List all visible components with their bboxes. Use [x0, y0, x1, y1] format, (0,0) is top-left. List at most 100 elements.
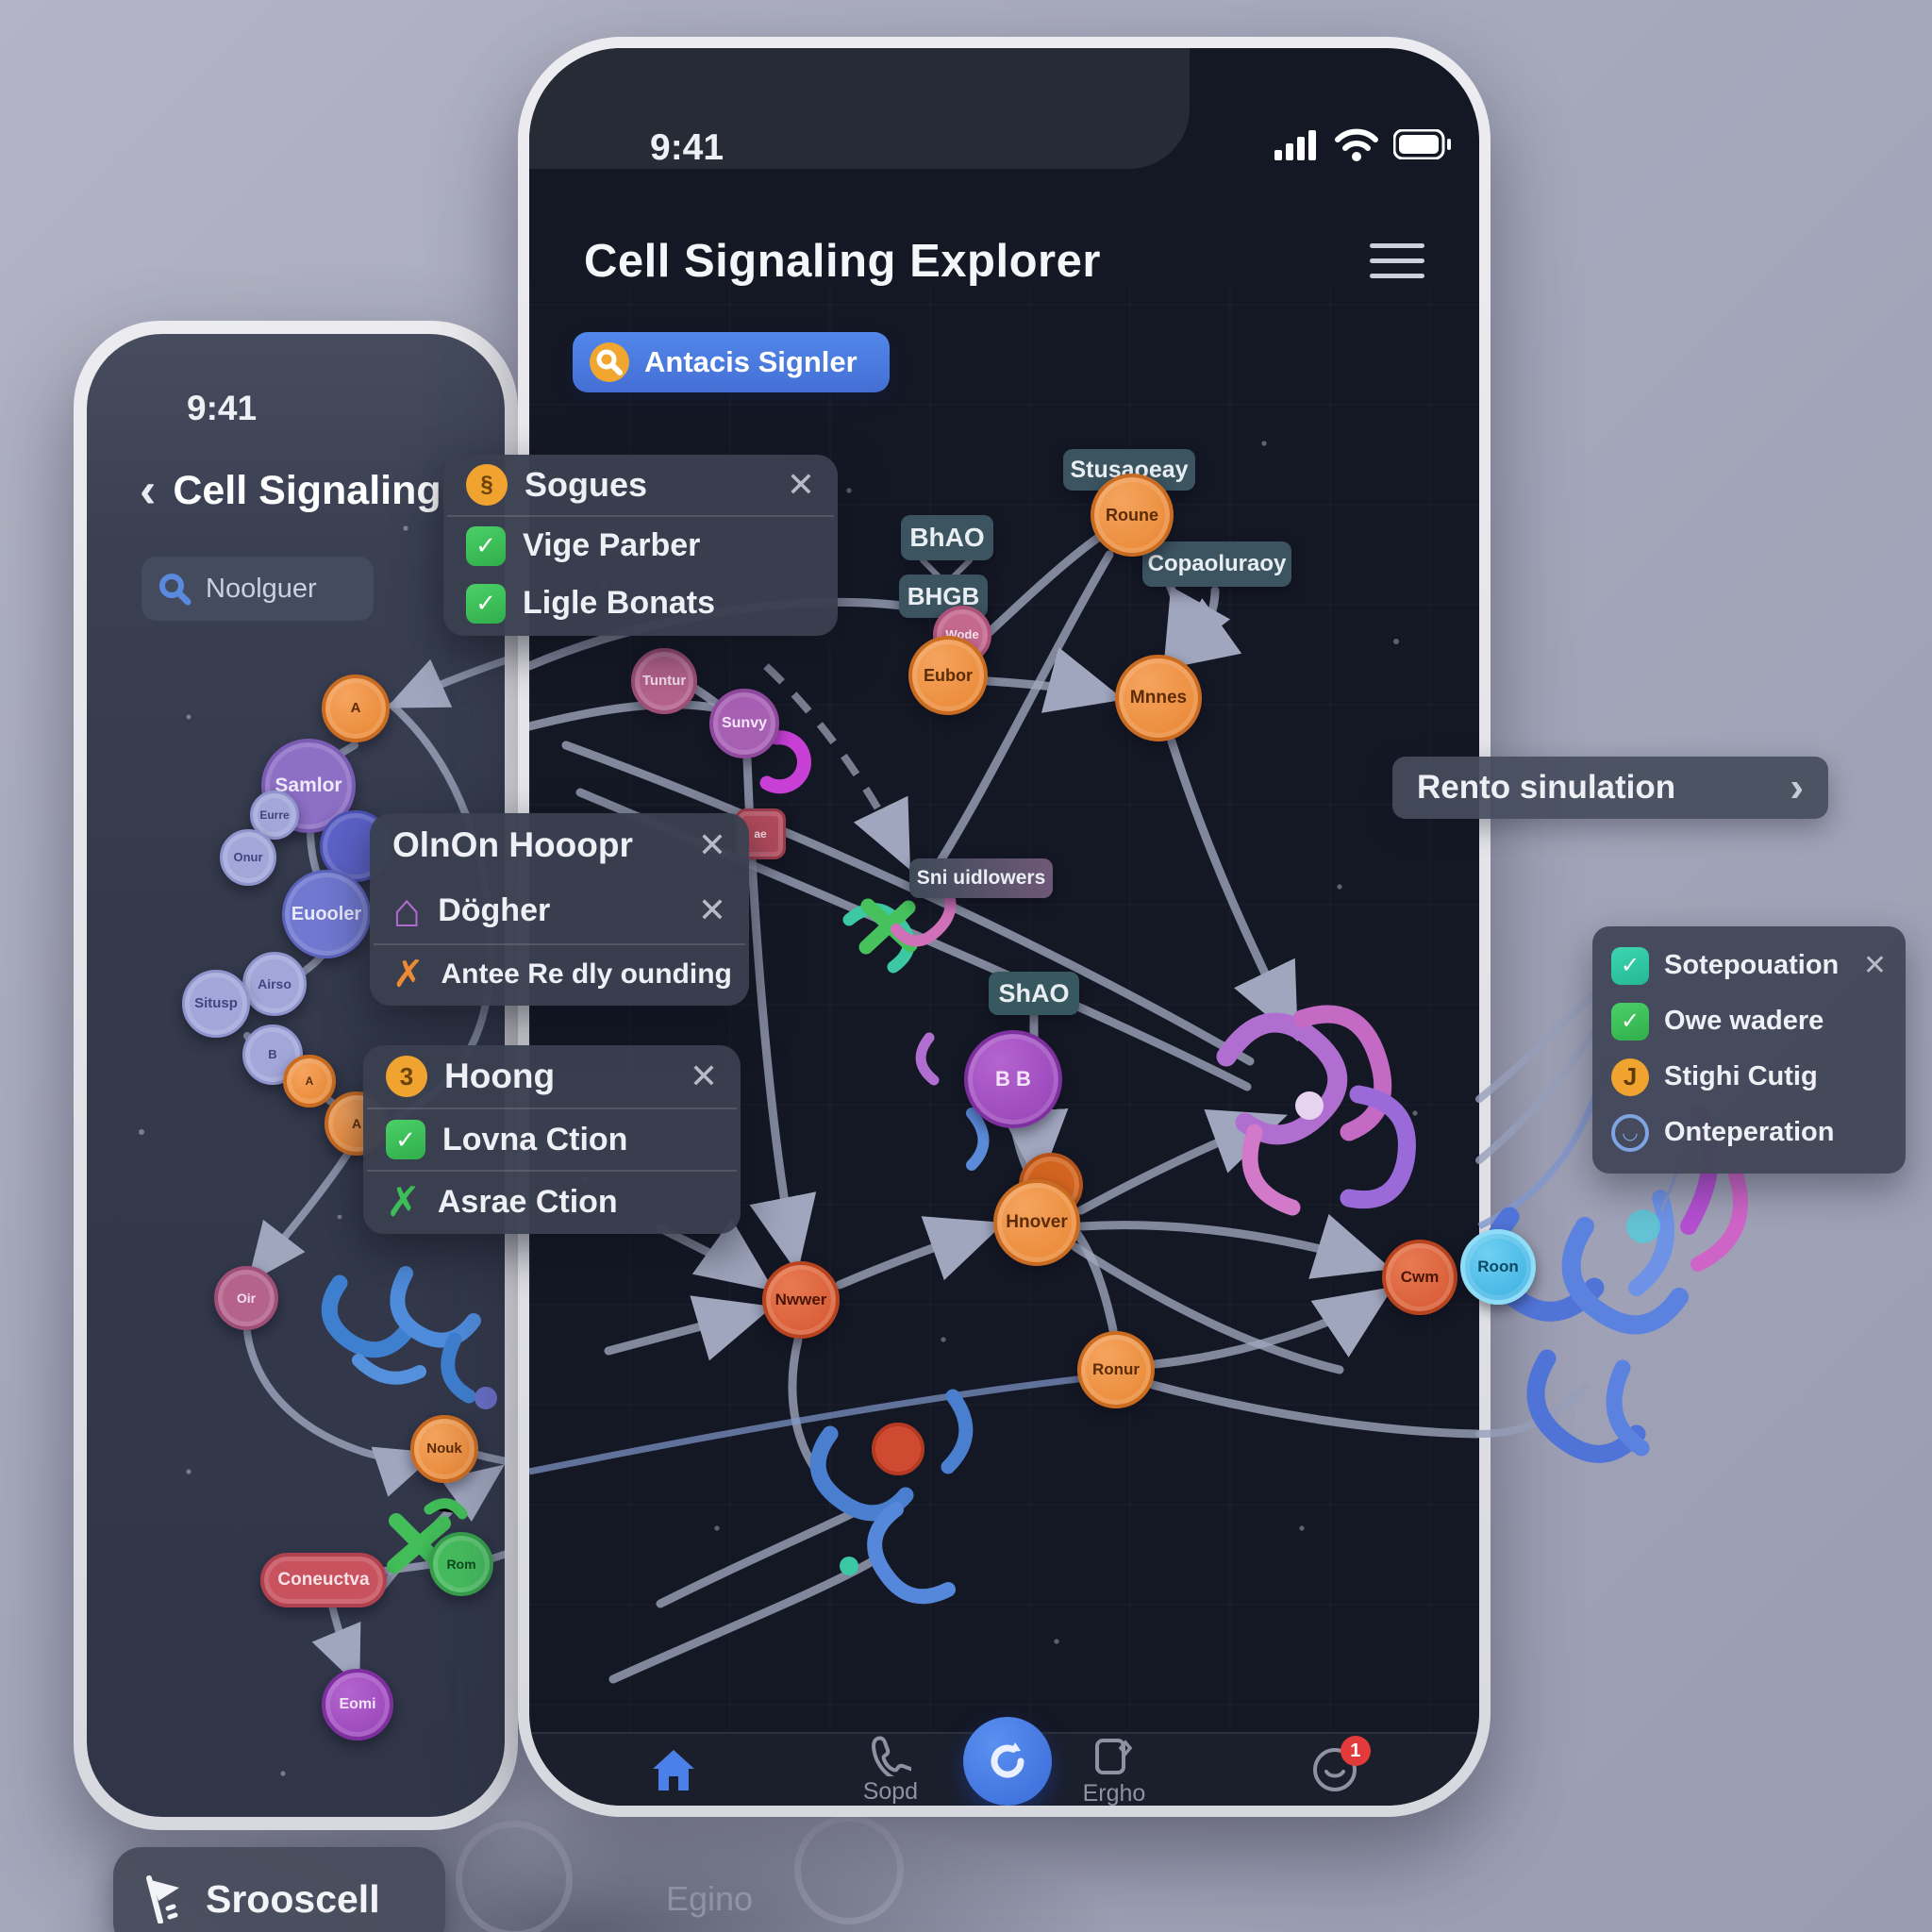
back-row[interactable]: ‹ Cell Signaling: [140, 466, 441, 515]
menu-item-label: Sotepouation: [1664, 950, 1840, 980]
nav-sopd-label: Sopd: [862, 1777, 919, 1805]
side-menu-panel: ✓ Sotepouation ✕ ✓ Owe wadere J Stighi C…: [1592, 926, 1906, 1174]
close-icon[interactable]: ✕: [689, 1057, 718, 1095]
srooscell-label: Srooscell: [206, 1876, 380, 1921]
close-icon[interactable]: ✕: [786, 465, 815, 504]
pathway-label: BhAO: [901, 515, 993, 560]
nav-center-button[interactable]: [963, 1717, 1052, 1806]
menu-item-stighi-cutig[interactable]: J Stighi Cutig: [1592, 1049, 1906, 1105]
menu-item-label: Vige Parber: [523, 527, 701, 563]
pathway-node[interactable]: Roon: [1460, 1229, 1536, 1305]
pathway-node[interactable]: Onur: [220, 829, 276, 886]
popup-sogues-header: § Sogues ✕: [443, 455, 838, 515]
pathway-node[interactable]: Nouk: [410, 1415, 478, 1483]
home-icon: [653, 1750, 695, 1790]
popup-olnon-hooopr: OlnOn Hooopr ✕ ⌂ Dögher ✕ ✗ Antee Re dly…: [370, 813, 749, 1006]
edit-icon: ✓: [1611, 1002, 1649, 1041]
pathway-node[interactable]: Oir: [214, 1266, 278, 1330]
pathway-node[interactable]: B: [242, 1024, 303, 1085]
x-mark-icon: ✗: [392, 954, 425, 995]
nav-ergho[interactable]: Ergho: [1083, 1733, 1145, 1806]
menu-item-lovna[interactable]: ✓ Lovna Ction: [363, 1109, 741, 1170]
popup-olnon-header: OlnOn Hooopr ✕: [370, 813, 749, 877]
nav-profile[interactable]: 1: [1310, 1736, 1371, 1794]
chevron-right-icon: ›: [1790, 764, 1804, 810]
pathway-node[interactable]: B B: [964, 1030, 1062, 1128]
back-chevron-icon[interactable]: ‹: [140, 463, 157, 518]
left-search-field[interactable]: Noolguer: [142, 557, 374, 621]
menu-item-vige-parber[interactable]: ✓ Vige Parber: [443, 517, 838, 575]
menu-item-owe-wadere[interactable]: ✓ Owe wadere: [1592, 993, 1906, 1049]
check-icon: ✓: [466, 525, 506, 566]
pathway-node[interactable]: Eurre: [250, 791, 299, 840]
edit-icon: ✓: [1611, 946, 1649, 985]
menu-item-label: Dögher: [438, 891, 551, 928]
pathway-node[interactable]: Eomi: [322, 1669, 393, 1740]
menu-item-label: Antee Re dly ounding: [441, 958, 732, 990]
pathway-node[interactable]: Roune: [1091, 474, 1174, 557]
pathway-node[interactable]: A: [283, 1055, 336, 1108]
menu-item-label: Stighi Cutig: [1664, 1061, 1818, 1091]
menu-item-antee[interactable]: ✗ Antee Re dly ounding: [370, 945, 749, 1004]
search-icon: [590, 342, 629, 382]
menu-item-sotepouation[interactable]: ✓ Sotepouation ✕: [1592, 938, 1906, 993]
search-button[interactable]: Antacis Signler: [573, 332, 890, 392]
left-page-title: Cell Signaling: [173, 467, 441, 513]
srooscell-button[interactable]: Srooscell: [113, 1847, 445, 1932]
menu-icon[interactable]: [1370, 233, 1424, 289]
close-icon[interactable]: ✕: [697, 891, 726, 929]
close-icon[interactable]: ✕: [697, 825, 726, 864]
pathway-label: Sni uidlowers: [909, 858, 1053, 898]
search-icon: [159, 574, 192, 606]
export-icon: [1094, 1738, 1133, 1774]
pathway-node[interactable]: Tuntur: [631, 648, 697, 714]
nav-home[interactable]: [649, 1745, 698, 1794]
status-band: [529, 48, 1190, 169]
pathway-node[interactable]: Airso: [242, 952, 307, 1016]
pathway-label: ShAO: [989, 972, 1079, 1015]
menu-item-asrae[interactable]: ✗ Asrae Ction: [363, 1172, 741, 1232]
search-button-label: Antacis Signler: [644, 345, 858, 378]
popup-hoong-header: 3 Hoong ✕: [363, 1045, 741, 1108]
menu-item-onteperation[interactable]: ◡ Onteperation: [1592, 1105, 1906, 1160]
pathway-node[interactable]: Cwm: [1382, 1240, 1457, 1315]
house-icon: ⌂: [392, 884, 422, 937]
pathway-node[interactable]: Rom: [429, 1532, 493, 1596]
pathway-node[interactable]: Situsp: [182, 970, 250, 1038]
menu-item-ligle-bonats[interactable]: ✓ Ligle Bonats: [443, 575, 838, 632]
pathway-node[interactable]: Coneuctva: [260, 1553, 387, 1607]
close-icon[interactable]: ✕: [1862, 950, 1887, 981]
pathway-node[interactable]: Mnnes: [1115, 655, 1202, 741]
pathway-node[interactable]: Hnover: [993, 1179, 1080, 1266]
pathway-node[interactable]: Sunvy: [709, 689, 779, 758]
pathway-node[interactable]: Eubor: [908, 636, 988, 715]
pathway-node[interactable]: Ronur: [1077, 1331, 1155, 1408]
rento-label: Rento sinulation: [1417, 769, 1676, 806]
check-icon: ✓: [466, 583, 506, 624]
ghost-tab-label: Egino: [666, 1879, 754, 1918]
bottom-nav: Sopd Ergho: [529, 1717, 1479, 1806]
menu-item-dogher[interactable]: ⌂ Dögher ✕: [370, 877, 749, 943]
pathway-node[interactable]: Euooler: [282, 870, 371, 958]
pathway-label: Copaoluraoy: [1142, 541, 1291, 587]
x-mark-icon: ✗: [386, 1178, 421, 1225]
refresh-icon: [991, 1742, 1024, 1778]
nav-sopd[interactable]: Sopd: [863, 1735, 918, 1806]
status-icons: [1274, 127, 1452, 161]
divider: [374, 943, 745, 945]
menu-item-label: Lovna Ction: [442, 1121, 628, 1158]
pathway-node[interactable]: A: [322, 675, 390, 742]
left-search-text: Noolguer: [206, 573, 317, 604]
menu-item-label: Asrae Ction: [437, 1183, 618, 1220]
menu-item-label: Owe wadere: [1664, 1006, 1824, 1036]
pathway-node[interactable]: Nwwer: [762, 1261, 840, 1339]
phone-icon: [871, 1736, 911, 1776]
ring-icon: ◡: [1611, 1113, 1649, 1152]
main-status-time: 9:41: [650, 127, 724, 168]
left-protein-ribbon-blue: [321, 1266, 497, 1409]
ghost-molecule-icon: [456, 1821, 573, 1932]
signal-icon: [1274, 130, 1316, 160]
rento-simulation-button[interactable]: Rento sinulation ›: [1392, 757, 1828, 819]
wifi-icon: [1335, 128, 1378, 161]
